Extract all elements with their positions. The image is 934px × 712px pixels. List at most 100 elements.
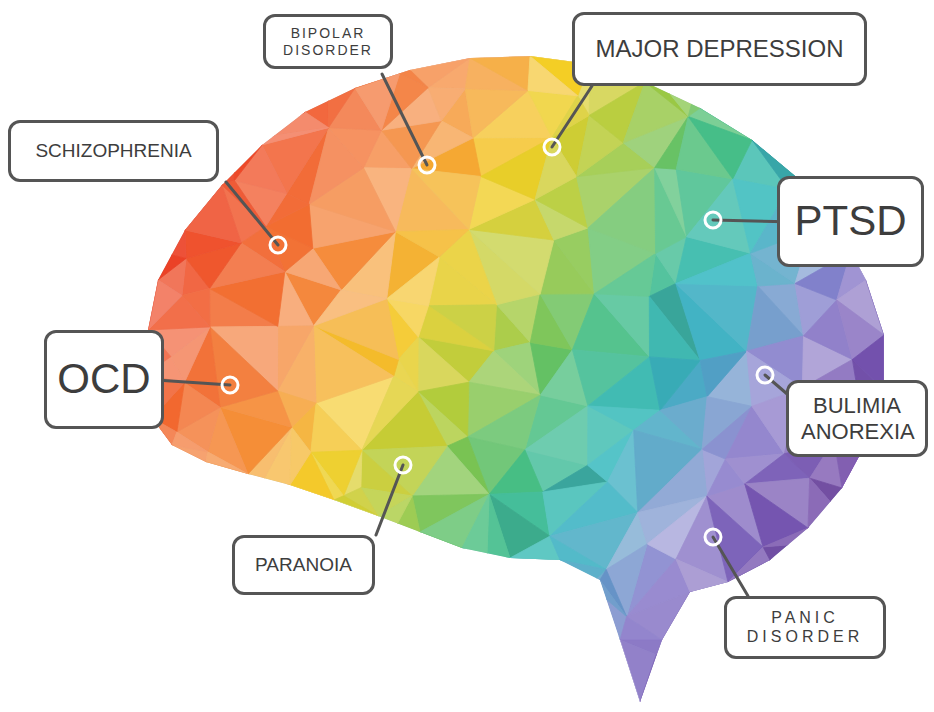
- brain-facet: [745, 484, 808, 547]
- brain-facet: [262, 128, 329, 145]
- brain-facet: [888, 0, 934, 119]
- brain-facet: [752, 140, 813, 180]
- brain-facet: [752, 122, 813, 146]
- brain-facet: [921, 0, 934, 712]
- brain-facet: [572, 294, 649, 357]
- label-box: PANIC DISORDER: [724, 596, 886, 659]
- brain-facet: [206, 452, 248, 474]
- brain-facet: [117, 194, 185, 242]
- marker-dot: [222, 377, 238, 393]
- brain-facet: [232, 83, 264, 138]
- label-box: OCD: [44, 330, 164, 429]
- brain-facet: [487, 557, 523, 584]
- marker-dot: [395, 457, 411, 473]
- brain-facet: [492, 612, 545, 669]
- brain-facet: [800, 146, 860, 180]
- brain-facet: [808, 478, 841, 528]
- brain-facet: [392, 534, 439, 606]
- marker-dot: [270, 237, 286, 253]
- brain-facet: [884, 293, 909, 341]
- brain-facet: [115, 280, 158, 330]
- brain-facet: [688, 116, 752, 178]
- brain-facet: [866, 280, 909, 335]
- brain-facet: [192, 462, 214, 515]
- disorder-label: BULIMIA ANOREXIA: [801, 393, 913, 444]
- brain-facet: [158, 606, 233, 660]
- brain-facet: [177, 19, 232, 83]
- brain-facet: [210, 327, 277, 407]
- brain-facet: [308, 613, 341, 686]
- brain-facet: [588, 357, 660, 410]
- brain-facet: [589, 580, 626, 617]
- brain-facet: [841, 509, 920, 565]
- brain-facet: [808, 514, 841, 539]
- brain-facet: [100, 0, 161, 43]
- brain-facet: [841, 488, 920, 514]
- brain-facet: [462, 548, 493, 612]
- brain-facet: [662, 622, 705, 672]
- brain-facet: [400, 555, 439, 615]
- brain-facet: [418, 306, 493, 351]
- brain-facet: [387, 257, 440, 306]
- brain-facet: [100, 583, 109, 712]
- marker-dot: [705, 529, 721, 545]
- brain-facet: [107, 583, 158, 638]
- brain-facet: [107, 616, 184, 660]
- brain-facet: [868, 672, 934, 712]
- brain-facet: [400, 70, 428, 88]
- brain-facet: [334, 496, 378, 516]
- brain-facet: [396, 20, 449, 70]
- brain-facet: [328, 80, 355, 128]
- brain-facet: [410, 20, 470, 70]
- brain-facet: [115, 242, 158, 308]
- brain-facet: [493, 585, 545, 669]
- brain-facet: [329, 128, 382, 168]
- disorder-label: PANIC DISORDER: [743, 609, 867, 646]
- brain-facet: [620, 617, 662, 640]
- brain-facet: [728, 547, 770, 582]
- brain-facet: [120, 550, 158, 616]
- brain-facet: [895, 0, 934, 74]
- label-box: MAJOR DEPRESSION: [572, 12, 867, 86]
- brain-facet: [525, 406, 588, 465]
- brain-facet: [588, 168, 656, 254]
- brain-facet: [172, 432, 208, 452]
- marker-dot: [419, 157, 435, 173]
- brain-facet: [792, 672, 869, 695]
- brain-facet: [261, 484, 290, 530]
- brain-facet: [470, 28, 530, 58]
- brain-facet: [892, 509, 921, 614]
- label-box: BULIMIA ANOREXIA: [786, 380, 928, 457]
- brain-facet: [284, 613, 336, 649]
- brain-facet: [813, 122, 860, 172]
- brain-facet: [676, 253, 758, 286]
- brain-facet: [523, 585, 569, 669]
- disorder-label: PARANOIA: [255, 554, 352, 576]
- brain-facet: [184, 650, 238, 698]
- brain-facet: [153, 550, 233, 616]
- brain-facet: [395, 229, 468, 257]
- brain-facet: [792, 97, 865, 122]
- brain-facet: [362, 376, 418, 450]
- brain-facet: [640, 700, 729, 712]
- brain-facet: [869, 692, 934, 712]
- brain-facet: [754, 99, 813, 146]
- brain-facet: [100, 0, 214, 34]
- brain-facet: [594, 294, 649, 357]
- brain-facet: [472, 28, 583, 41]
- brain-facet: [569, 640, 620, 704]
- brain-facet: [783, 660, 869, 695]
- brain-facet: [397, 606, 413, 651]
- disorder-label: MAJOR DEPRESSION: [595, 35, 843, 63]
- brain-facet: [841, 119, 888, 173]
- brain-facet: [492, 667, 551, 712]
- leader-line: [156, 380, 230, 385]
- brain-facet: [184, 606, 238, 660]
- brain-facet: [412, 169, 481, 230]
- brain-facet: [860, 119, 888, 183]
- brain-facet: [214, 19, 256, 83]
- brain-facet: [397, 644, 441, 712]
- brain-facet: [159, 68, 232, 124]
- brain-facet: [800, 528, 836, 544]
- brain-facet: [120, 480, 153, 560]
